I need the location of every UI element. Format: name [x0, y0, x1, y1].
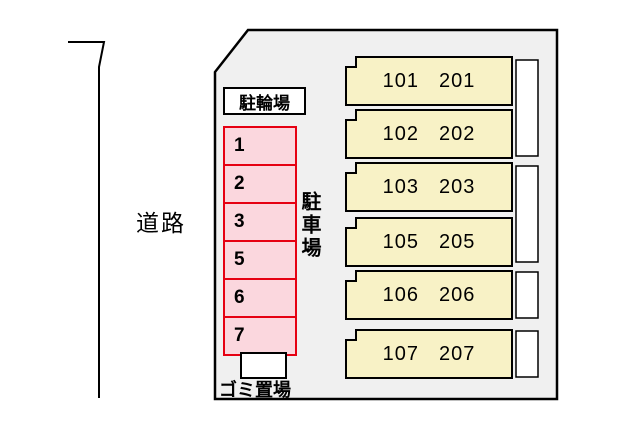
parking-space-number-2: 2	[234, 173, 245, 194]
unit-label-101-201: 101 201	[346, 57, 512, 105]
unit-number: 105	[382, 230, 419, 253]
parking-space-number-6: 6	[234, 287, 245, 308]
unit-number: 103	[382, 175, 419, 198]
unit-number: 207	[439, 342, 476, 365]
unit-block-106-206	[345, 270, 513, 320]
parking-space-cell-5	[223, 240, 297, 280]
unit-label-106-206: 106 206	[346, 271, 512, 319]
balcony-rect-2	[515, 165, 539, 263]
balcony-rect-1	[515, 59, 539, 157]
balcony-rect-4	[515, 330, 539, 378]
unit-label-102-202: 102 202	[346, 110, 512, 158]
unit-number: 203	[439, 175, 476, 198]
unit-number: 206	[439, 283, 476, 306]
parking-space-number-1: 1	[234, 135, 245, 156]
road-boundary-line	[68, 41, 106, 398]
road-label: 道路	[136, 210, 186, 236]
unit-number: 102	[382, 122, 419, 145]
parking-space-cell-3	[223, 202, 297, 242]
unit-label-107-207: 107 207	[346, 330, 512, 378]
unit-number: 106	[382, 283, 419, 306]
parking-space-number-7: 7	[234, 325, 245, 346]
parking-space-cell-1	[223, 126, 297, 166]
unit-label-105-205: 105 205	[346, 218, 512, 266]
unit-number: 201	[439, 69, 476, 92]
unit-block-103-203	[345, 162, 513, 212]
unit-block-102-202	[345, 109, 513, 159]
unit-number: 101	[382, 69, 419, 92]
car-parking-label: 駐車場	[298, 191, 320, 260]
balcony-rect-3	[515, 271, 539, 319]
unit-block-105-205	[345, 217, 513, 267]
parking-space-number-3: 3	[234, 211, 245, 232]
unit-number: 107	[382, 342, 419, 365]
unit-number: 202	[439, 122, 476, 145]
unit-number: 205	[439, 230, 476, 253]
unit-block-101-201	[345, 56, 513, 106]
bicycle-parking-label: 駐輪場	[239, 93, 290, 113]
unit-label-103-203: 103 203	[346, 163, 512, 211]
unit-block-107-207	[345, 329, 513, 379]
parking-space-cell-7	[223, 316, 297, 356]
garbage-storage-box	[240, 352, 287, 379]
bicycle-parking-box	[223, 87, 306, 115]
parking-space-number-5: 5	[234, 249, 245, 270]
garbage-label: ゴミ置場	[219, 380, 291, 400]
